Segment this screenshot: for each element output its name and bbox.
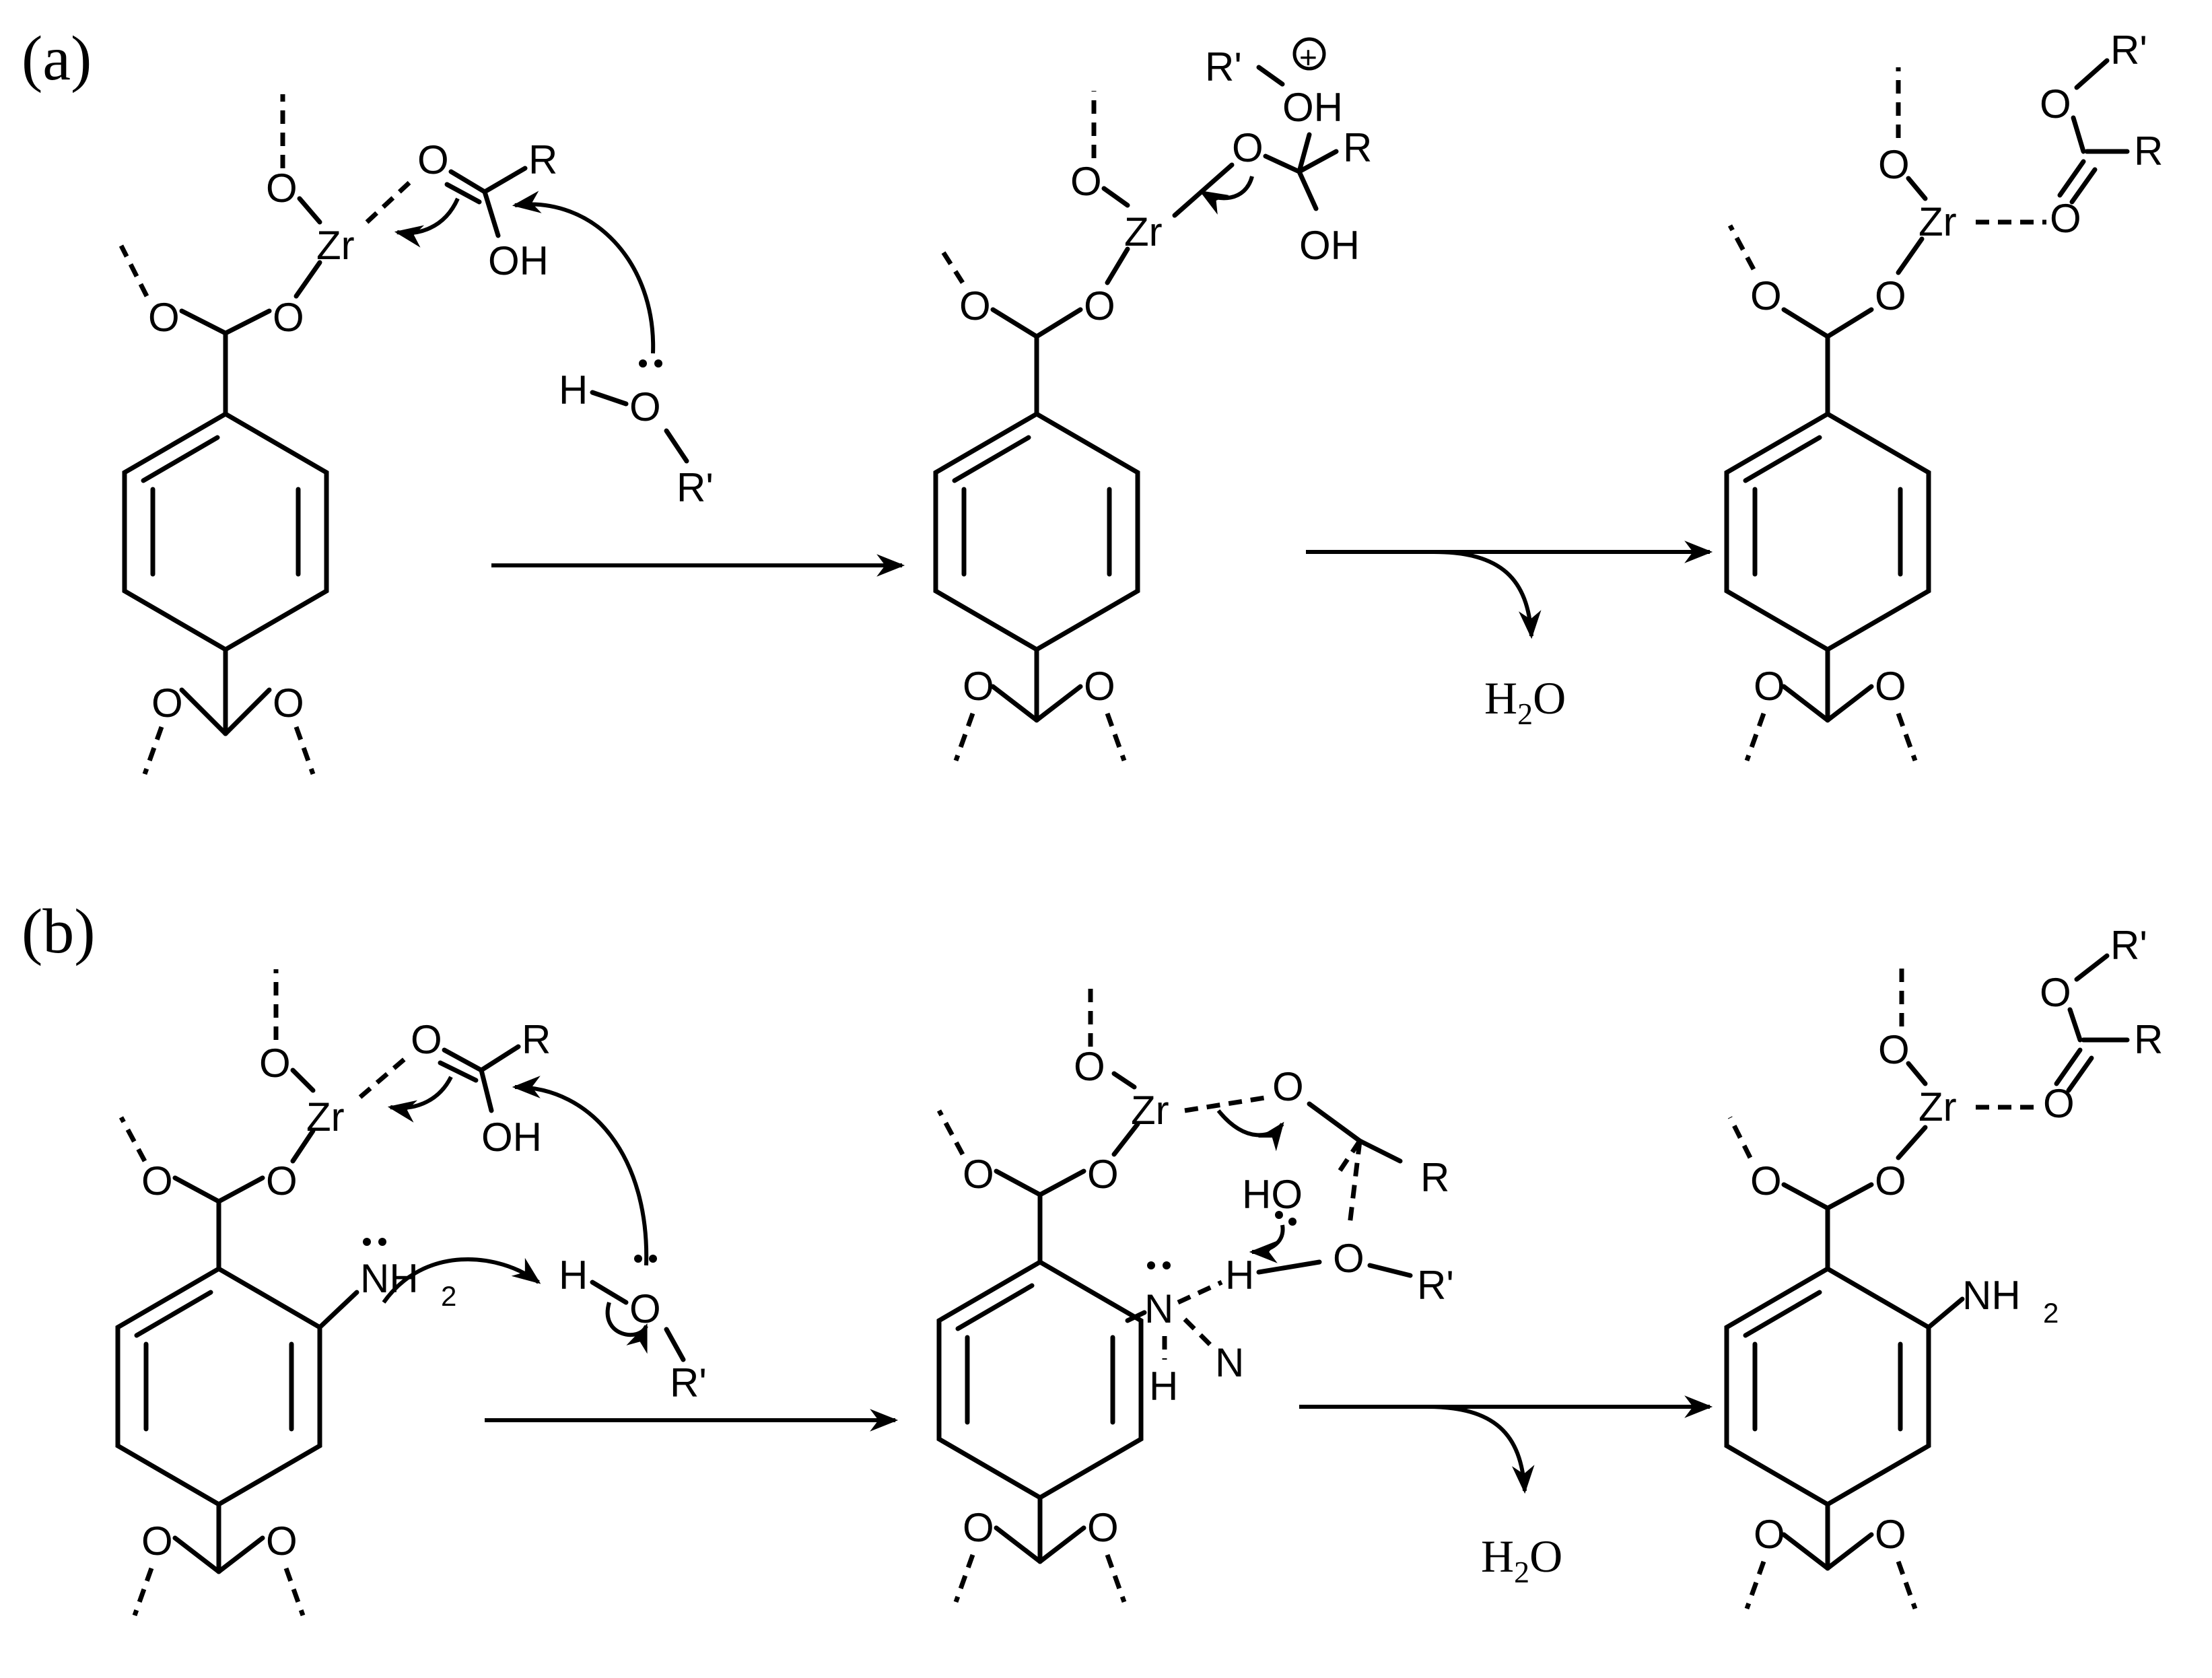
- panel-a-label: (a): [22, 24, 92, 94]
- svg-text:H: H: [1225, 1253, 1254, 1298]
- svg-text:O: O: [1074, 1044, 1105, 1089]
- svg-text:O: O: [266, 166, 298, 211]
- svg-text:H: H: [559, 1253, 588, 1298]
- svg-text:H2O: H2O: [1484, 672, 1566, 731]
- svg-text:O: O: [1875, 273, 1906, 318]
- svg-text:R': R': [677, 465, 714, 510]
- water-byproduct-b: H2O: [1481, 1531, 1562, 1589]
- svg-text:R: R: [2134, 129, 2163, 174]
- svg-text:O: O: [411, 1017, 442, 1062]
- svg-text:OH: OH: [1282, 85, 1343, 130]
- molecule-a1: O O Zr O O R OH H O R': [118, 94, 714, 775]
- panel-b: (b) O O Zr O O R OH: [22, 897, 2163, 1617]
- svg-text:O: O: [1875, 1158, 1906, 1203]
- svg-text:OH: OH: [488, 238, 549, 283]
- svg-text:O: O: [273, 680, 304, 726]
- svg-text:Zr: Zr: [306, 1094, 345, 1140]
- svg-text:O: O: [417, 137, 449, 182]
- svg-text:O: O: [1087, 1505, 1119, 1550]
- svg-text:O: O: [141, 1518, 173, 1564]
- svg-text:R: R: [528, 137, 557, 182]
- svg-text:Zr: Zr: [1919, 199, 1957, 244]
- svg-text:O: O: [141, 1158, 173, 1203]
- svg-text:O: O: [963, 664, 994, 709]
- svg-text:O: O: [266, 1158, 298, 1203]
- molecule-a3: O O Zr O O R O R' O O: [1727, 28, 2163, 762]
- svg-text:H2O: H2O: [1481, 1531, 1562, 1589]
- panel-a: (a) O O Zr O O R OH: [22, 24, 2163, 775]
- svg-text:O: O: [266, 1518, 298, 1564]
- svg-text:O: O: [1084, 283, 1115, 328]
- svg-text:Zr: Zr: [316, 223, 355, 268]
- svg-text:OH: OH: [481, 1115, 542, 1160]
- svg-text:O: O: [1333, 1236, 1364, 1281]
- svg-text:N: N: [1144, 1286, 1173, 1331]
- svg-text:O: O: [1750, 273, 1782, 318]
- svg-text:O: O: [1232, 125, 1264, 170]
- svg-text:O: O: [2050, 196, 2081, 241]
- molecule-b1: O O Zr O O R OH NH 2 H: [118, 969, 707, 1617]
- molecule-a2: O O Zr O O R OH OH R' + O O: [936, 37, 1372, 762]
- svg-text:O: O: [1875, 664, 1906, 709]
- svg-text:R': R': [2110, 28, 2147, 73]
- svg-text:O: O: [629, 384, 661, 429]
- svg-text:O: O: [148, 295, 180, 340]
- svg-text:+: +: [1299, 40, 1317, 75]
- svg-text:R: R: [1343, 125, 1372, 170]
- svg-text:O: O: [1754, 1512, 1785, 1557]
- svg-text:O: O: [1084, 664, 1115, 709]
- molecule-b2: O O Zr O O R HO O R' H: [939, 983, 1454, 1603]
- svg-text:O: O: [1878, 1027, 1910, 1072]
- svg-text:OH: OH: [1299, 223, 1360, 268]
- svg-text:O: O: [1875, 1512, 1906, 1557]
- svg-text:O: O: [1754, 664, 1785, 709]
- panel-b-label: (b): [22, 897, 96, 967]
- svg-text:H: H: [559, 368, 588, 413]
- svg-text:R: R: [2134, 1017, 2163, 1062]
- svg-text:2: 2: [2043, 1297, 2059, 1329]
- svg-text:O: O: [273, 295, 304, 340]
- svg-text:R: R: [1420, 1155, 1449, 1200]
- svg-text:O: O: [2040, 970, 2071, 1015]
- svg-text:Zr: Zr: [1131, 1088, 1169, 1133]
- svg-text:O: O: [963, 1152, 994, 1197]
- svg-text:R': R': [1417, 1263, 1454, 1308]
- svg-text:O: O: [1272, 1064, 1304, 1109]
- svg-text:O: O: [963, 1505, 994, 1550]
- svg-text:NH: NH: [1962, 1273, 2021, 1318]
- molecule-b3: O O Zr O O R O R' NH 2 O O: [1727, 923, 2163, 1610]
- svg-text:R': R': [1205, 44, 1242, 90]
- svg-text:O: O: [1070, 159, 1102, 204]
- svg-text:N: N: [1215, 1340, 1244, 1385]
- svg-text:O: O: [1750, 1158, 1782, 1203]
- svg-text:HO: HO: [1242, 1172, 1303, 1217]
- svg-text:O: O: [959, 283, 991, 328]
- svg-text:O: O: [1087, 1152, 1119, 1197]
- water-byproduct-a: H2O: [1484, 672, 1566, 731]
- svg-text:O: O: [259, 1041, 291, 1086]
- svg-text:R': R': [2110, 923, 2147, 968]
- svg-text:O: O: [629, 1286, 661, 1331]
- svg-text:H: H: [1149, 1364, 1178, 1409]
- svg-text:O: O: [2040, 81, 2071, 127]
- svg-text:2: 2: [441, 1280, 456, 1312]
- svg-text:R: R: [522, 1017, 551, 1062]
- svg-text:O: O: [151, 680, 183, 726]
- svg-text:Zr: Zr: [1124, 209, 1163, 254]
- svg-text:O: O: [1878, 142, 1910, 187]
- svg-text:R': R': [670, 1360, 707, 1405]
- svg-text:Zr: Zr: [1919, 1084, 1957, 1129]
